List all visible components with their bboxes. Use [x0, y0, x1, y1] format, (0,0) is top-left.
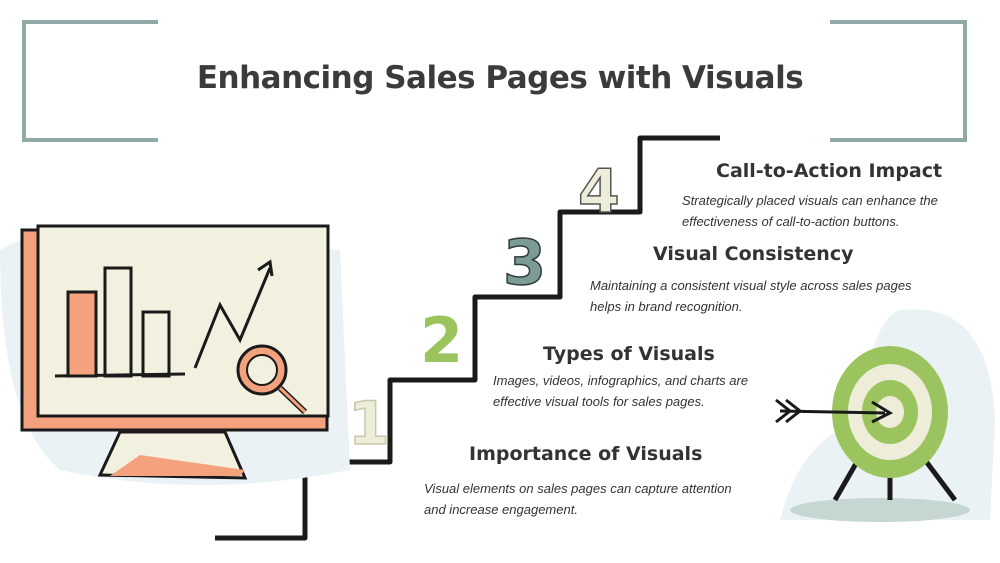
- title-frame: [22, 20, 967, 142]
- step-1-heading: Importance of Visuals: [469, 443, 703, 465]
- step-4-text: Strategically placed visuals can enhance…: [682, 193, 938, 229]
- step-4-heading: Call-to-Action Impact: [716, 160, 943, 182]
- step-3-text: Maintaining a consistent visual style ac…: [590, 278, 912, 314]
- page-title: Enhancing Sales Pages with Visuals: [196, 60, 804, 96]
- step-2-heading: Types of Visuals: [543, 343, 715, 365]
- step-number-3: 3: [503, 226, 546, 299]
- step-number-2: 2: [420, 304, 463, 377]
- step-1-text: Visual elements on sales pages can captu…: [424, 481, 732, 517]
- target-arrow-illustration: [775, 309, 995, 522]
- step-number-1: 1: [348, 389, 390, 459]
- step-2-text: Images, videos, infographics, and charts…: [493, 373, 749, 409]
- step-3-heading: Visual Consistency: [653, 243, 854, 265]
- monitor-chart-illustration: [0, 224, 350, 485]
- step-number-4: 4: [578, 157, 620, 227]
